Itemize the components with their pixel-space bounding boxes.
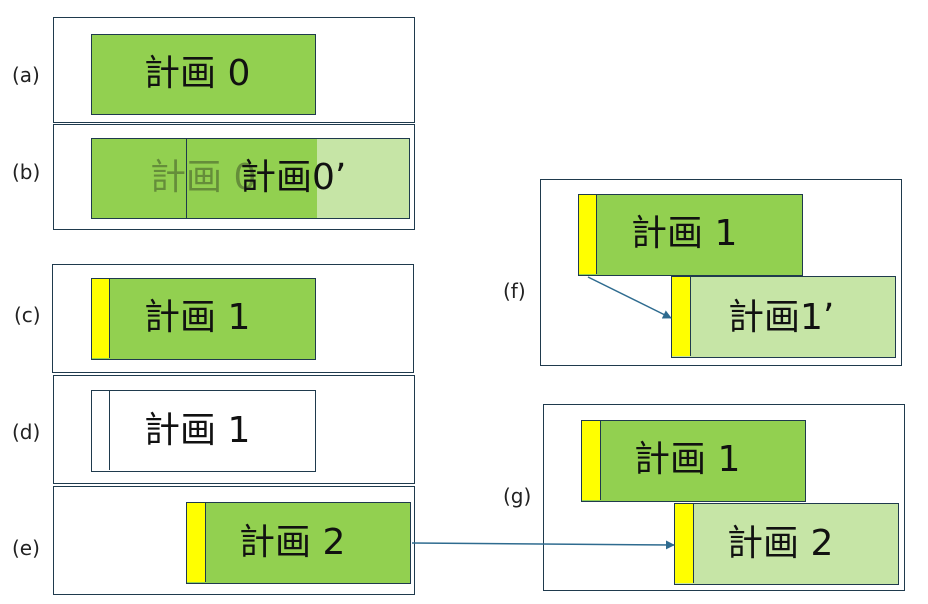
panel-label-d: (d) <box>12 420 41 444</box>
yellow-marker <box>579 195 597 274</box>
yellow-marker <box>582 421 601 500</box>
plan-0-block: 計画 0 <box>91 34 316 115</box>
plan-2-label-g: 計画 2 <box>727 523 834 564</box>
plan-1-block-d: 計画 1 <box>91 390 316 472</box>
yellow-marker <box>187 503 206 582</box>
plan-1-label-c: 計画 1 <box>144 297 251 338</box>
plan-2-block-e: 計画 2 <box>186 502 411 584</box>
panel-label-c: (c) <box>14 303 41 327</box>
plan-1-label-d: 計画 1 <box>144 410 251 451</box>
plan-2-block-g: 計画 2 <box>674 503 899 585</box>
plan-1-label-g: 計画 1 <box>634 439 741 480</box>
empty-marker <box>92 391 110 470</box>
plan-0-prime-label: 計画0’ <box>240 157 347 198</box>
plan-0-prime-block <box>186 138 410 219</box>
panel-label-e: (e) <box>12 536 40 560</box>
plan-0-label-faded: 計画 0 <box>150 157 257 198</box>
plan-1-block-f: 計画 1 <box>578 194 803 276</box>
panel-label-b: (b) <box>12 160 41 184</box>
plan-1-prime-label: 計画1’ <box>728 297 835 338</box>
plan-1-label-f: 計画 1 <box>631 213 738 254</box>
panel-label-f: (f) <box>503 279 526 303</box>
plan-0-label: 計画 0 <box>144 53 251 94</box>
plan-2-label-e: 計画 2 <box>239 522 346 563</box>
yellow-marker <box>92 279 110 358</box>
plan-1-block-g: 計画 1 <box>581 420 806 502</box>
panel-label-a: (a) <box>12 63 40 87</box>
yellow-marker <box>675 504 694 583</box>
plan-1-prime-block: 計画1’ <box>671 276 896 358</box>
yellow-marker <box>672 277 691 356</box>
plan-1-block-c: 計画 1 <box>91 278 316 360</box>
panel-label-g: (g) <box>503 484 532 508</box>
